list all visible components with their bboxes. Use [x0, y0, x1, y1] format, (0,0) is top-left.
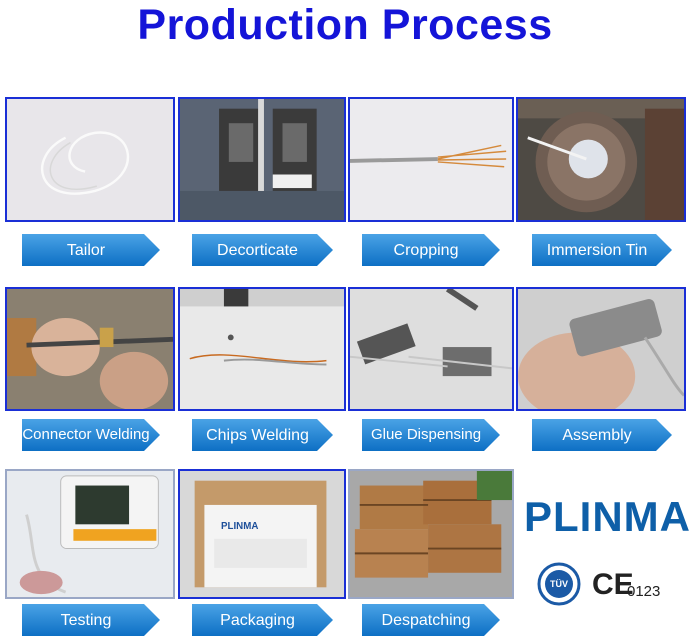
- brand-logo: PLINMA: [524, 493, 690, 540]
- svg-text:PLINMA: PLINMA: [221, 521, 258, 532]
- step-label-cropping: Cropping: [362, 234, 500, 266]
- tuv-text: TÜV: [550, 579, 568, 589]
- ce-number: 0123: [627, 583, 661, 600]
- photo-cropping: [348, 97, 514, 222]
- page-title: Production Process: [137, 1, 553, 49]
- photo-packaging: PLINMA: [178, 469, 346, 599]
- photo-immersion-tin: [516, 97, 686, 222]
- step-label-packaging: Packaging: [192, 604, 333, 636]
- photo-tailor: [5, 97, 175, 222]
- step-label-glue-dispensing: Glue Dispensing: [362, 419, 500, 451]
- step-label-testing: Testing: [22, 604, 160, 636]
- tuv-certification-icon: TÜV: [537, 562, 581, 606]
- step-label-connector-welding: Connector Welding: [22, 419, 160, 451]
- step-label-chips-welding: Chips Welding: [192, 419, 333, 451]
- photo-despatching: [348, 469, 514, 599]
- ce-mark: CE: [592, 568, 634, 601]
- photo-decorticate: [178, 97, 346, 222]
- step-label-immersion-tin: Immersion Tin: [532, 234, 672, 266]
- photo-connector-welding: [5, 287, 175, 411]
- photo-glue-dispensing: [348, 287, 514, 411]
- step-label-assembly: Assembly: [532, 419, 672, 451]
- step-label-decorticate: Decorticate: [192, 234, 333, 266]
- step-label-tailor: Tailor: [22, 234, 160, 266]
- photo-assembly: [516, 287, 686, 411]
- step-label-despatching: Despatching: [362, 604, 500, 636]
- photo-testing: [5, 469, 175, 599]
- photo-chips-welding: [178, 287, 346, 411]
